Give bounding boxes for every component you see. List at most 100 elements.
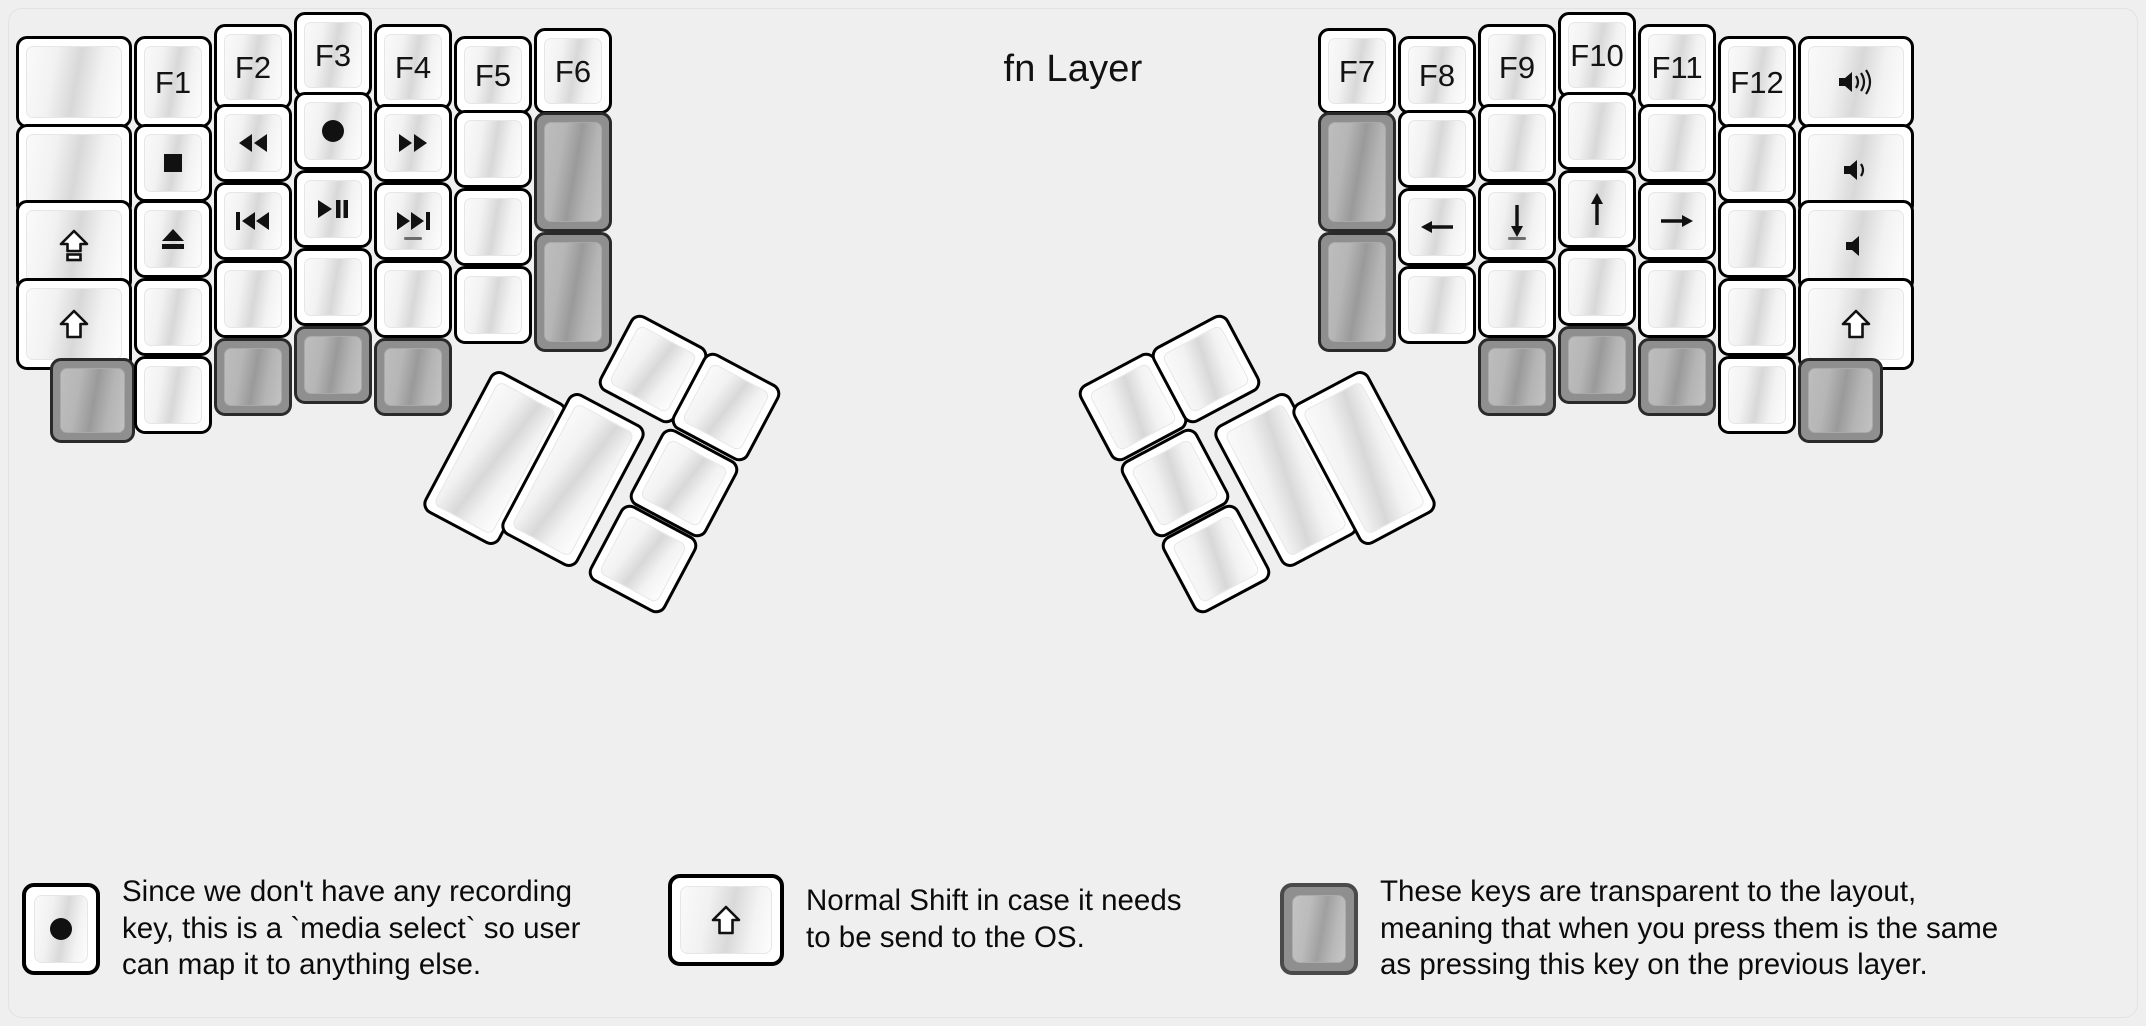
key-left-c2-r3-eject[interactable] [134,200,212,278]
key-left-c1-r5-transparent[interactable] [50,358,135,443]
key-right-c3-r2[interactable] [1478,104,1556,182]
key-label: F12 [1730,64,1784,100]
key-left-c3-r4[interactable] [214,260,292,338]
key-right-c5-r2[interactable] [1638,104,1716,182]
volume-mute-icon [1843,232,1869,260]
key-left-c3-r1-f2[interactable]: F2 [214,24,292,110]
key-right-c4-r3-arrow-up[interactable] [1558,170,1636,248]
key-right-c5-r5-transparent[interactable] [1638,338,1716,416]
key-right-c6-r2[interactable] [1718,124,1796,202]
key-left-c5-r3-next-track[interactable] [374,182,452,260]
key-right-c4-r2[interactable] [1558,92,1636,170]
key-right-c3-r3-arrow-down[interactable] [1478,182,1556,260]
key-left-c2-r4[interactable] [134,278,212,356]
key-right-c3-r4[interactable] [1478,260,1556,338]
key-left-c7-r1-f6[interactable]: F6 [534,28,612,114]
key-label: F2 [234,49,272,85]
caps-lock-icon [59,229,89,263]
legend-key-record [22,882,100,975]
shift-icon [1841,308,1871,340]
key-left-c1-r3-capslock[interactable] [16,200,132,292]
key-left-c3-r5-transparent[interactable] [214,338,292,416]
media-eject-icon [160,227,186,251]
key-left-c3-r2-rewind[interactable] [214,104,292,182]
key-right-c3-r5-transparent[interactable] [1478,338,1556,416]
key-right-c1-r3-transparent-tall[interactable] [1318,232,1396,352]
key-left-c2-r5[interactable] [134,356,212,434]
key-left-c4-r4[interactable] [294,248,372,326]
legend-text: Normal Shift in case it needs to be send… [806,884,1182,954]
homing-bump [404,237,422,240]
legend-text: These keys are transparent to the layout… [1380,875,1999,982]
key-left-c4-r2-record[interactable] [294,92,372,170]
key-right-c6-r1-f12[interactable]: F12 [1718,36,1796,128]
key-right-c7-r5-transparent[interactable] [1798,358,1883,443]
key-right-c4-r4[interactable] [1558,248,1636,326]
key-left-c1-r1[interactable] [16,36,132,128]
shift-icon [711,904,741,936]
key-right-c6-r3[interactable] [1718,200,1796,278]
volume-down-icon [1841,156,1871,184]
media-rewind-icon [236,132,270,154]
key-label: F1 [154,64,192,100]
key-left-c7-r2-transparent-tall[interactable] [534,112,612,232]
key-left-c5-r1-f4[interactable]: F4 [374,24,452,110]
key-right-c5-r4[interactable] [1638,260,1716,338]
key-right-c2-r4[interactable] [1398,266,1476,344]
key-left-c2-r2-stop[interactable] [134,124,212,202]
key-right-c5-r1-f11[interactable]: F11 [1638,24,1716,110]
legend-text: Since we don't have any recording key, t… [122,875,581,982]
arrow-right-icon [1659,209,1695,233]
media-fast-forward-icon [396,132,430,154]
legend-item-transparent: These keys are transparent to the layout… [1280,874,1998,984]
media-next-track-icon [394,210,432,232]
key-left-c6-r1-f5[interactable]: F5 [454,36,532,114]
key-right-c3-r1-f9[interactable]: F9 [1478,24,1556,110]
legend-item-shift: Normal Shift in case it needs to be send… [668,874,1181,966]
key-right-c1-r2-transparent-tall[interactable] [1318,112,1396,232]
key-label: F3 [314,37,352,73]
key-right-c7-r4-shift[interactable] [1798,278,1914,370]
key-right-c6-r5[interactable] [1718,356,1796,434]
key-label: F7 [1338,53,1376,89]
key-right-c1-r1-f7[interactable]: F7 [1318,28,1396,114]
key-left-c6-r3[interactable] [454,188,532,266]
key-left-c4-r1-f3[interactable]: F3 [294,12,372,98]
key-left-c7-r3-transparent-tall[interactable] [534,232,612,352]
media-prev-track-icon [234,210,272,232]
arrow-up-icon [1585,191,1609,227]
key-label: F6 [554,53,592,89]
key-right-c2-r1-f8[interactable]: F8 [1398,36,1476,114]
key-label: F10 [1570,37,1624,73]
key-right-c6-r4[interactable] [1718,278,1796,356]
arrow-left-icon [1419,215,1455,239]
legend-item-record: Since we don't have any recording key, t… [22,874,581,984]
key-left-c2-r1-f1[interactable]: F1 [134,36,212,128]
key-left-c3-r3-prev-track[interactable] [214,182,292,260]
key-left-c5-r4[interactable] [374,260,452,338]
key-left-c4-r5-transparent[interactable] [294,326,372,404]
key-right-c2-r2[interactable] [1398,110,1476,188]
key-right-c4-r1-f10[interactable]: F10 [1558,12,1636,98]
key-label: F4 [394,49,432,85]
key-right-c5-r3-arrow-right[interactable] [1638,182,1716,260]
key-right-c4-r5-transparent[interactable] [1558,326,1636,404]
volume-up-icon [1836,68,1876,96]
key-left-c1-r4-shift[interactable] [16,278,132,370]
key-right-c7-r3-volume-mute[interactable] [1798,200,1914,292]
media-record-icon [48,916,74,942]
arrow-down-icon [1505,203,1529,239]
media-record-icon [320,118,346,144]
key-label: F11 [1651,49,1703,85]
key-left-c6-r4[interactable] [454,266,532,344]
key-right-c2-r3-arrow-left[interactable] [1398,188,1476,266]
key-right-c7-r1-volume-up[interactable] [1798,36,1914,128]
key-label: F5 [474,57,512,93]
legend: Since we don't have any recording key, t… [0,866,2146,1026]
shift-icon [59,308,89,340]
media-stop-icon [162,152,184,174]
key-left-c6-r2[interactable] [454,110,532,188]
key-left-c4-r3-play-pause[interactable] [294,170,372,248]
key-left-c5-r5-transparent[interactable] [374,338,452,416]
key-left-c5-r2-fast-forward[interactable] [374,104,452,182]
